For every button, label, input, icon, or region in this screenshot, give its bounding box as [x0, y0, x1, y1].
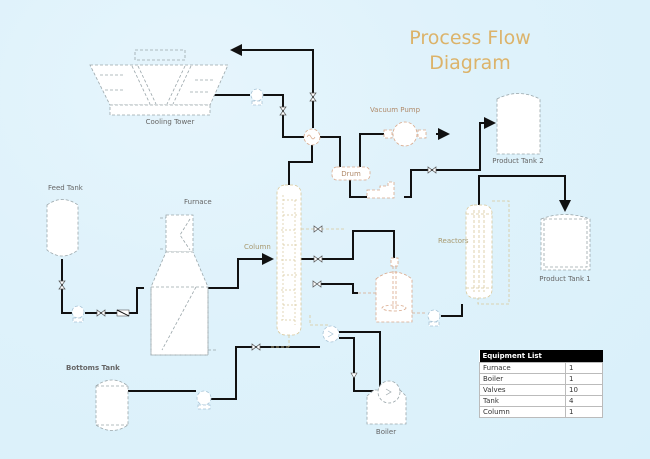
table-row: Valves 10: [479, 384, 603, 396]
label-bottoms-tank: Bottoms Tank: [66, 364, 120, 372]
table-row: Furnace 1: [479, 362, 603, 374]
valve[interactable]: [309, 92, 317, 102]
furnace[interactable]: [150, 214, 216, 356]
pump-column[interactable]: [322, 325, 340, 343]
reactor[interactable]: [465, 200, 510, 305]
pipe-pump-hx: [263, 94, 305, 138]
equipment-name: Tank: [479, 395, 566, 407]
equipment-list-table: Equipment List Furnace 1 Boiler 1 Valves…: [479, 350, 603, 418]
equipment-name: Furnace: [479, 362, 566, 374]
label-furnace: Furnace: [184, 198, 212, 206]
table-row: Column 1: [479, 406, 603, 418]
pipe-feed-tank: [61, 259, 72, 314]
check-valve[interactable]: [116, 309, 130, 317]
pipe-pump-reactor: [441, 304, 463, 317]
pipe-drum-vacuum: [359, 133, 384, 168]
equipment-count: 10: [565, 384, 603, 396]
valve[interactable]: [427, 166, 437, 174]
table-row: Tank 4: [479, 395, 603, 407]
label-product-tank-2: Product Tank 2: [492, 157, 543, 165]
pipe-column-mixer: [301, 230, 395, 260]
pipe-boiler-loop-b: [339, 337, 384, 392]
title-line-2: Diagram: [429, 52, 511, 74]
title-line-1: Process Flow: [409, 27, 531, 49]
label-cooling-tower: Cooling Tower: [146, 118, 195, 126]
equipment-count: 1: [565, 406, 603, 418]
pipe-cooling-return: [230, 44, 314, 128]
receiver-pump[interactable]: [366, 181, 395, 199]
label-feed-tank: Feed Tank: [48, 184, 84, 192]
label-product-tank-1: Product Tank 1: [539, 275, 590, 283]
table-row: Boiler 1: [479, 373, 603, 385]
pipe-furnace-column: [208, 253, 274, 289]
valve[interactable]: [279, 106, 287, 116]
equipment-name: Column: [479, 406, 566, 418]
label-reactors: Reactors: [438, 237, 469, 245]
equipment-count: 1: [565, 362, 603, 374]
pump-reactor[interactable]: [427, 309, 441, 327]
equipment-count: 1: [565, 373, 603, 385]
equipment-name: Valves: [479, 384, 566, 396]
check-valve[interactable]: [350, 372, 358, 379]
equipment-list-header: Equipment List: [479, 350, 603, 363]
mixer-tank[interactable]: [358, 257, 425, 323]
feed-tank[interactable]: [46, 199, 79, 257]
pipe-column-lower: [321, 283, 358, 294]
pipe-drum-receiver: [349, 180, 368, 198]
valve[interactable]: [251, 343, 261, 351]
valve[interactable]: [313, 225, 323, 233]
valve[interactable]: [312, 280, 322, 288]
pump-feed[interactable]: [71, 305, 85, 323]
label-drum: Drum: [341, 170, 361, 178]
pipes: [61, 44, 571, 400]
pump-cooling[interactable]: [250, 88, 264, 106]
label-column: Column: [244, 243, 271, 251]
valve[interactable]: [313, 255, 323, 263]
bottoms-tank[interactable]: [95, 379, 129, 431]
vacuum-pump[interactable]: [383, 121, 427, 147]
pipe-hx-drum: [320, 136, 341, 168]
product-tank-2[interactable]: [496, 93, 541, 155]
pipe-boiler-loop-a: [339, 331, 381, 388]
equipment-name: Boiler: [479, 373, 566, 385]
drum[interactable]: [331, 166, 371, 181]
label-vacuum-pump: Vacuum Pump: [370, 106, 421, 114]
distillation-column[interactable]: [270, 184, 330, 348]
pipe-bottoms-column: [211, 346, 320, 400]
cooling-tower[interactable]: [89, 49, 229, 116]
valve[interactable]: [58, 280, 66, 290]
valve[interactable]: [96, 309, 106, 317]
pipe-to-product-tank-2: [404, 117, 496, 198]
pipe-hx-column: [288, 145, 313, 185]
equipment-count: 4: [565, 395, 603, 407]
product-tank-1[interactable]: [540, 214, 591, 271]
boiler[interactable]: [366, 380, 407, 425]
pipe-to-product-tank-1: [478, 175, 571, 212]
pipe-feed-furnace: [85, 287, 144, 314]
label-boiler: Boiler: [376, 428, 396, 436]
pump-bottoms[interactable]: [196, 390, 212, 410]
heat-exchanger[interactable]: [303, 128, 321, 146]
